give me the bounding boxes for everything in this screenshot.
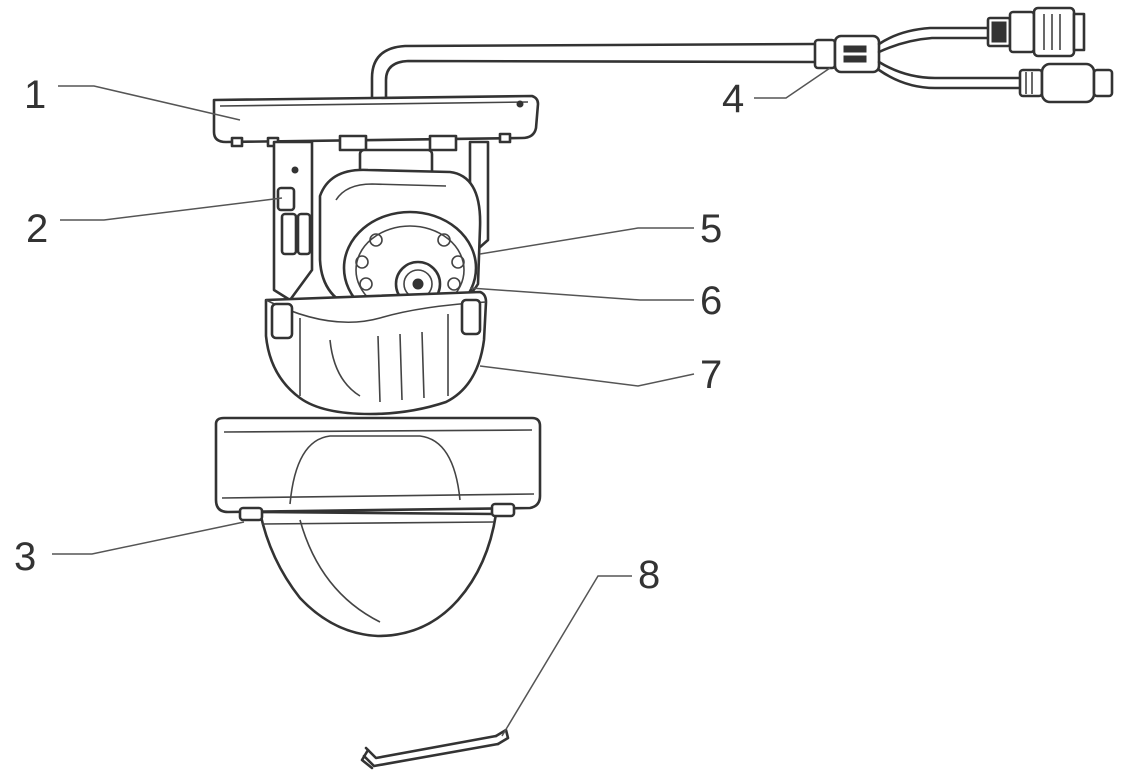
callout-label-4: 4 (722, 77, 744, 121)
leader-line-7 (479, 365, 695, 387)
cable-assembly (370, 6, 1114, 104)
callout-numbers: 1 2 3 4 5 6 7 8 (14, 73, 744, 597)
leader-line-5 (479, 227, 694, 255)
hex-key-tool (360, 728, 510, 770)
callout-label-5: 5 (700, 207, 722, 251)
callout-label-7: 7 (700, 353, 722, 397)
callout-label-6: 6 (700, 279, 722, 323)
leader-line-3 (52, 521, 245, 555)
leader-line-1 (58, 85, 241, 121)
mounting-base (212, 94, 540, 152)
inner-cover (264, 290, 488, 416)
callout-label-8: 8 (638, 553, 660, 597)
callout-label-3: 3 (14, 535, 36, 579)
dome-enclosure (214, 416, 542, 638)
leader-line-8 (501, 575, 632, 737)
callout-label-2: 2 (26, 207, 48, 251)
bracket (272, 140, 490, 302)
leader-line-6 (469, 287, 694, 301)
leader-line-2 (60, 197, 283, 221)
leader-line-4 (754, 67, 831, 99)
leader-lines (52, 67, 831, 737)
callout-label-1: 1 (24, 73, 46, 117)
